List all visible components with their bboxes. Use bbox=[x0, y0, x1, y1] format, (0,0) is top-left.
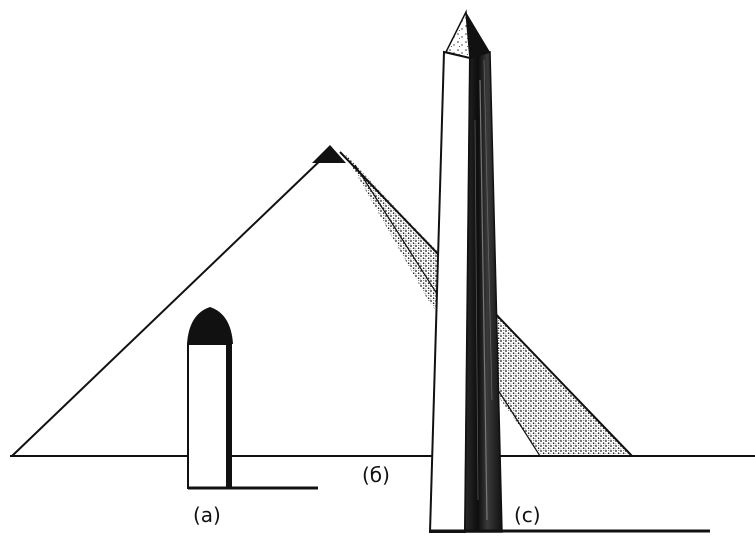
pillar-dome bbox=[187, 307, 233, 344]
obelisk-tip-dark bbox=[466, 12, 490, 58]
obelisk-highlight-1 bbox=[479, 79, 488, 521]
obelisk-highlight-2 bbox=[474, 119, 479, 501]
pillar-shadow-side bbox=[226, 344, 232, 488]
label-b: (б) bbox=[362, 463, 390, 487]
obelisk-highlight-3 bbox=[483, 59, 493, 401]
pillar bbox=[187, 307, 318, 490]
obelisk bbox=[428, 9, 710, 533]
pyramid-left-edge bbox=[11, 153, 328, 457]
obelisk-light-face bbox=[428, 50, 472, 533]
obelisk-tip-light bbox=[444, 9, 471, 59]
pillar-body bbox=[187, 343, 232, 489]
pyramid bbox=[11, 145, 633, 457]
label-a: (a) bbox=[193, 503, 221, 527]
label-c: (c) bbox=[514, 503, 541, 527]
pyramid-apex bbox=[312, 145, 346, 163]
